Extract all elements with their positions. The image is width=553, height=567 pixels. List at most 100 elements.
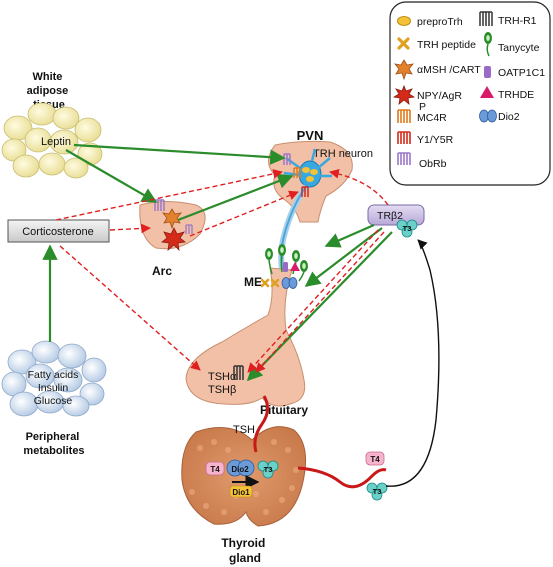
preprotrh-granule (306, 176, 314, 182)
dio1-enzyme: Dio1 (229, 485, 253, 498)
preprotrh-granule (310, 169, 318, 175)
arrow-corticosterone-to-pvn (55, 169, 283, 221)
pvn-label: PVN (297, 128, 324, 143)
legend-label: TRH peptide (417, 39, 476, 51)
stimulatory-arrows (42, 143, 393, 382)
svg-text:T3: T3 (373, 487, 382, 496)
trb2-label: TRβ2 (377, 210, 403, 222)
obrb-receptor-arc-2 (185, 224, 193, 234)
tsh-label: TSH (233, 424, 255, 436)
amsh-cart-neuron (162, 208, 182, 230)
oatp1c1-marker (283, 262, 288, 272)
tanycyte-cells (265, 244, 308, 282)
metabolite-glucose: Glucose (34, 395, 73, 407)
svg-text:T4: T4 (210, 465, 220, 474)
trh-peptide-marker (260, 278, 280, 288)
arc-nucleus: Arc (139, 199, 206, 278)
npy-agrp-neuron (161, 227, 186, 252)
thyroid-label: Thyroid gland (221, 536, 268, 565)
pituitary-label: Pituitary (260, 403, 308, 417)
svg-text:T3: T3 (403, 224, 412, 233)
legend-label: preproTrh (417, 16, 463, 28)
legend-item-preprotrh: preproTrh (397, 16, 463, 28)
t3-molecule: T3 (366, 482, 388, 501)
obrb-icon (397, 152, 411, 165)
tsha-label: TSHα (208, 371, 237, 383)
obrb-receptor-arc (154, 199, 165, 211)
preprotrh-icon (397, 16, 411, 26)
legend-label: TRH-R1 (498, 15, 537, 27)
dio2-marker (281, 277, 298, 289)
legend-item-y1-y5r: Y1/Y5R (397, 131, 454, 146)
legend-label: Tanycyte (498, 42, 540, 54)
svg-text:T4: T4 (370, 455, 380, 464)
inhibitory-arrows (55, 168, 389, 373)
tshb-label: TSHβ (208, 384, 236, 396)
legend-label: OATP1C1 (498, 67, 545, 79)
peripheral-metabolites-label: Peripheral metabolites (23, 431, 84, 457)
legend-label: TRHDE (498, 89, 534, 101)
trh-neuron-label: TRH neuron (313, 148, 373, 160)
median-eminence: ME (244, 244, 308, 289)
dio2-icon (479, 109, 497, 123)
arrow-leptin-to-pvn (73, 143, 286, 165)
trhde-marker (290, 262, 300, 271)
tanycyte (298, 260, 308, 282)
t3-molecule: T3 (396, 219, 418, 238)
oatp1c1-icon (484, 66, 491, 78)
trh-r1-icon (479, 11, 493, 26)
legend-item-trh-peptide: TRH peptide (397, 37, 476, 51)
leptin-label: Leptin (41, 136, 71, 148)
legend-item-trhde: TRHDE (480, 86, 534, 101)
legend-item-trh-r1: TRH-R1 (479, 11, 537, 27)
thyroid-texture (189, 439, 299, 515)
trh-peptide-icon (397, 37, 410, 50)
amsh-cart-icon (394, 59, 414, 81)
white-adipose-tissue: White adipose tissue Leptin (1, 71, 103, 179)
corticosterone-box: Corticosterone (7, 219, 110, 243)
y1-y5r-icon (397, 131, 411, 144)
arrow-arc-to-pvn (177, 173, 294, 222)
legend-item-npy-agrp: NPY/AgR P (392, 84, 462, 113)
arrow-arc-npy-to-pvn (189, 190, 299, 237)
tsh-signal: TSH (233, 395, 269, 453)
arrow-leptin-to-arc (65, 149, 158, 203)
tanycyte (265, 248, 273, 275)
arrow-corticosterone-to-arc (109, 223, 151, 234)
thyroid-gland: T4 Dio2 T3 Dio1 Thyroid gland (181, 426, 307, 565)
t4-molecule: T4 (365, 451, 385, 466)
mc4r-receptor-pvn (293, 167, 301, 178)
legend-item-tanycyte: Tanycyte (484, 32, 540, 57)
tanycyte-icon (484, 32, 492, 57)
npy-agrp-icon (392, 84, 416, 105)
mc4r-icon (397, 109, 411, 123)
corticosterone-label: Corticosterone (22, 226, 94, 238)
legend-box (389, 1, 551, 186)
arrow-trb2-to-me (304, 227, 383, 287)
arrow-trb2-to-pvn (324, 223, 375, 248)
peripheral-metabolites: Fatty acids Insulin Glucose Peripheral m… (1, 340, 107, 457)
legend-label: αMSH /CART (417, 64, 481, 76)
feedback-arrow (385, 239, 440, 487)
adipocyte-cluster (1, 102, 103, 179)
legend-item-mc4r: MC4R (397, 109, 447, 124)
svg-text:Dio2: Dio2 (231, 465, 249, 474)
metabolite-insulin: Insulin (38, 382, 69, 394)
svg-text:Dio1: Dio1 (232, 488, 250, 497)
metabolite-fatty-acids: Fatty acids (28, 369, 79, 381)
arrow-trb2-inhibit-1 (247, 229, 379, 373)
svg-text:T3: T3 (264, 465, 273, 474)
trb2-receptor: TRβ2 T3 (367, 204, 425, 238)
trhde-icon (480, 86, 494, 98)
legend-label-suffix: P (419, 101, 426, 113)
preprotrh-granule (302, 167, 310, 173)
t4-molecule: T4 (205, 461, 225, 476)
arrow-corticosterone-to-pituitary (59, 245, 201, 371)
legend-item-obrb: ObRb (397, 152, 447, 170)
tanycyte (278, 244, 286, 273)
legend-label: MC4R (417, 112, 447, 124)
legend-item-dio2: Dio2 (479, 109, 520, 123)
legend-item-amsh-cart: αMSH /CART (394, 59, 481, 81)
trh-r1-receptor-pituitary (233, 365, 244, 380)
